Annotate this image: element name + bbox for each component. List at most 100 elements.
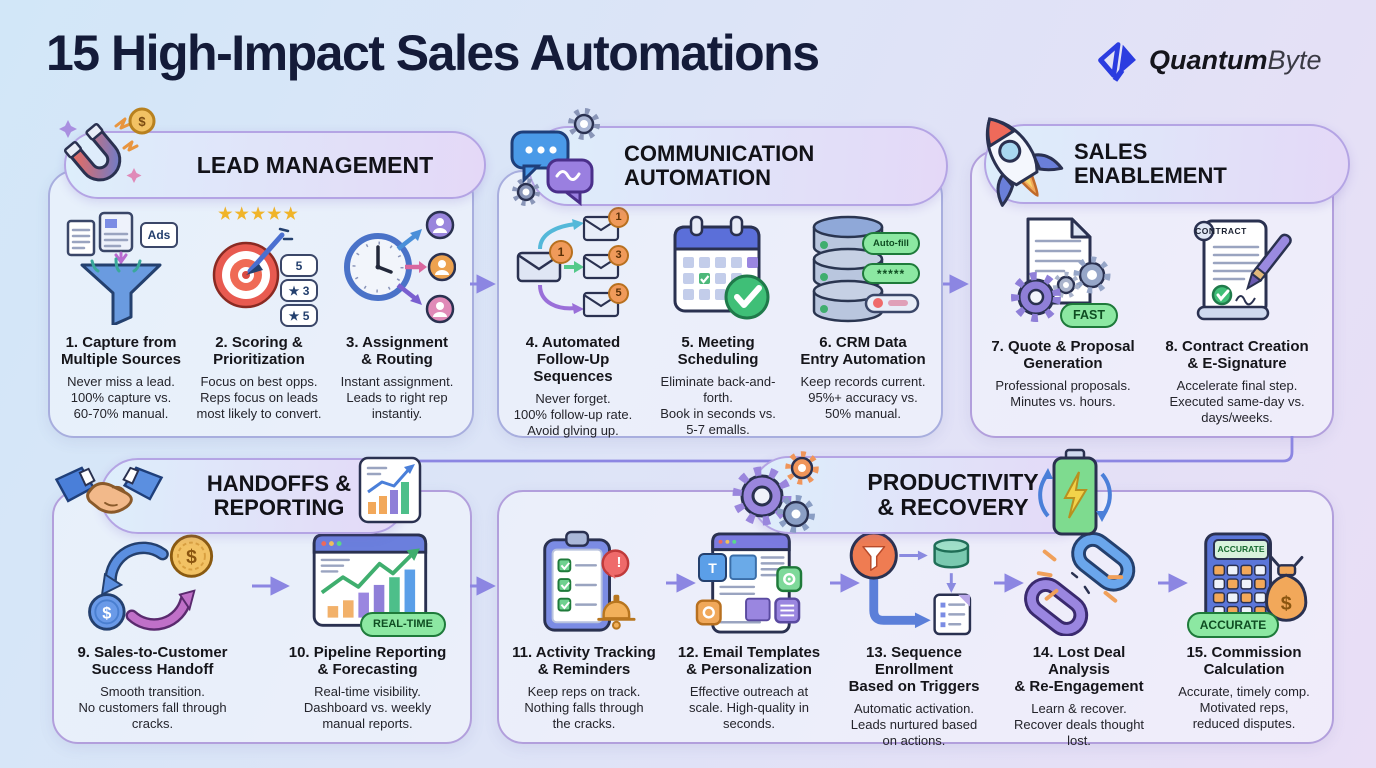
brand-logo: QuantumByte xyxy=(1096,38,1322,82)
fast-badge: FAST xyxy=(1060,303,1118,328)
item-assignment: 3. Assignment & Routing Instant assignme… xyxy=(332,206,462,422)
item-desc: Learn & recover. Recover deals thought l… xyxy=(1013,700,1145,749)
realtime-badge: REAL-TIME xyxy=(360,612,446,637)
contract-label: CONTRACT xyxy=(1195,225,1247,236)
autofill-badge: Auto-fill xyxy=(862,232,920,255)
item-desc: Eliminate back-and-forth. Book in second… xyxy=(660,373,776,438)
trigger-enrollment-icon xyxy=(838,528,990,638)
meeting-calendar-icon xyxy=(649,206,787,328)
sequence-badge-1: 1 xyxy=(608,207,629,228)
password-badge: ***** xyxy=(862,263,920,284)
item-title: 3. Assignment & Routing xyxy=(346,334,448,368)
item-title: 14. Lost Deal Analysis & Re-Engagement xyxy=(1014,644,1144,695)
activity-clipboard-icon: ! xyxy=(508,528,660,638)
communication-automation-items: 1 1 3 5 4. Automated Follow-Up Sequences… xyxy=(504,206,932,439)
score-badge-3: ★ 5 xyxy=(280,304,318,327)
section-title-lead-management: LEAD MANAGEMENT xyxy=(64,131,486,199)
item-desc: Keep reps on track. Nothing falls throug… xyxy=(524,683,644,732)
sequence-badge-3: 5 xyxy=(608,283,629,304)
item-desc: Real-time visibility. Dashboard vs. week… xyxy=(303,683,432,732)
followup-sequence-icon: 1 1 3 5 xyxy=(504,206,642,328)
quantumbyte-logo-icon xyxy=(1098,42,1136,82)
ads-badge: Ads xyxy=(140,222,178,248)
report-chart-icon xyxy=(358,456,422,524)
stars-rating: ★★★★★ xyxy=(218,206,300,223)
accurate-badge: ACCURATE xyxy=(1187,612,1279,638)
item-lost-deal-analysis: 14. Lost Deal Analysis & Re-Engagement L… xyxy=(1003,528,1155,749)
score-badge-1: 5 xyxy=(280,254,318,277)
item-desc: Accurate, timely comp. Motivated reps, r… xyxy=(1178,683,1310,732)
handshake-icon xyxy=(54,466,164,514)
item-title: 4. Automated Follow-Up Sequences xyxy=(525,334,621,385)
item-title: 8. Contract Creation & E-Signature xyxy=(1165,338,1309,372)
item-title: 1. Capture from Multiple Sources xyxy=(60,334,182,368)
magnet-icon: $ xyxy=(59,107,156,183)
item-title: 12. Email Templates & Personalization xyxy=(677,644,821,678)
alert-mark: ! xyxy=(616,553,622,571)
accurate-display-badge: ACCURATE xyxy=(1213,539,1269,560)
funnel-capture-icon: Ads xyxy=(56,206,186,328)
handoffs-reporting-items: $ $ 9. Sales-to-Customer Success Handoff… xyxy=(60,528,460,732)
item-desc: Professional proposals. Minutes vs. hour… xyxy=(995,377,1131,409)
contract-esign-icon: CONTRACT xyxy=(1156,210,1318,332)
item-title: 13. Sequence Enrollment Based on Trigger… xyxy=(848,644,980,695)
rocket-icon xyxy=(985,117,1064,207)
item-scoring: ★★★★★ 5 ★ 3 ★ 5 2. Scoring & Prioritizat… xyxy=(194,206,324,422)
item-sequence-enrollment: 13. Sequence Enrollment Based on Trigger… xyxy=(838,528,990,749)
item-title: 15. Commission Calculation xyxy=(1186,644,1302,678)
item-title: 10. Pipeline Reporting & Forecasting xyxy=(288,644,447,678)
item-title: 5. Meeting Scheduling xyxy=(677,334,759,368)
item-title: 7. Quote & Proposal Generation xyxy=(991,338,1135,372)
gears-icon xyxy=(732,451,819,533)
item-desc: Focus on best opps. Reps focus on leads … xyxy=(196,373,322,422)
sequence-badge-2: 3 xyxy=(608,245,629,266)
item-desc: Keep records current. 95%+ accuracy vs. … xyxy=(800,373,926,422)
item-activity-tracking: ! 11. Activity Tracking & Reminders Keep… xyxy=(508,528,660,749)
item-title: 2. Scoring & Prioritization xyxy=(213,334,305,368)
item-capture-sources: Ads 1. Capture from Multiple Sources Nev… xyxy=(56,206,186,422)
item-commission-calculation: $ ACCURATE ACCURATE 15. Commission Calcu… xyxy=(1168,528,1320,749)
item-email-templates: T 12. Email Templates & Personalization … xyxy=(673,528,825,749)
item-title: 9. Sales-to-Customer Success Handoff xyxy=(77,644,228,678)
item-meeting-scheduling: 5. Meeting Scheduling Eliminate back-and… xyxy=(649,206,787,439)
score-badge-2: ★ 3 xyxy=(280,279,318,302)
svg-text:$: $ xyxy=(102,605,111,623)
item-desc: Automatic activation. Leads nurtured bas… xyxy=(850,700,978,749)
page-title: 15 High-Impact Sales Automations xyxy=(46,25,820,81)
battery-recharge-icon xyxy=(1038,448,1112,536)
sequence-badge-main: 1 xyxy=(549,240,573,264)
item-desc: Smooth transition. No customers fall thr… xyxy=(78,683,227,732)
handoff-exchange-icon: $ $ xyxy=(60,528,245,638)
item-title: 6. CRM Data Entry Automation xyxy=(800,334,926,368)
text-template-badge: T xyxy=(698,553,727,582)
section-title-communication-automation: COMMUNICATION AUTOMATION xyxy=(528,126,948,206)
item-desc: Effective outreach at scale. High-qualit… xyxy=(689,683,809,732)
chat-gears-icon xyxy=(510,108,600,206)
productivity-recovery-items: ! 11. Activity Tracking & Reminders Keep… xyxy=(508,528,1320,749)
item-quote-generation: FAST 7. Quote & Proposal Generation Prof… xyxy=(982,210,1144,426)
item-followup-sequences: 1 1 3 5 4. Automated Follow-Up Sequences… xyxy=(504,206,642,439)
brand-name: QuantumByte xyxy=(1149,45,1322,76)
svg-text:$: $ xyxy=(1281,593,1292,615)
commission-calculator-icon: $ ACCURATE ACCURATE xyxy=(1168,528,1320,638)
item-success-handoff: $ $ 9. Sales-to-Customer Success Handoff… xyxy=(60,528,245,732)
assignment-clock-icon xyxy=(332,206,462,328)
item-desc: Never miss a lead. 100% capture vs. 60-7… xyxy=(67,373,175,422)
item-pipeline-reporting: REAL-TIME 10. Pipeline Reporting & Forec… xyxy=(275,528,460,732)
item-desc: Accelerate final step. Executed same-day… xyxy=(1169,377,1305,426)
lost-deal-chain-icon xyxy=(1003,528,1155,638)
quote-generation-icon: FAST xyxy=(982,210,1144,332)
item-title: 11. Activity Tracking & Reminders xyxy=(512,644,656,678)
svg-text:$: $ xyxy=(138,114,146,129)
item-desc: Instant assignment. Leads to right rep i… xyxy=(340,373,454,422)
pipeline-dashboard-icon: REAL-TIME xyxy=(275,528,460,638)
email-template-icon: T xyxy=(673,528,825,638)
item-crm-data-entry: Auto-fill ***** 6. CRM Data Entry Automa… xyxy=(794,206,932,439)
brand-name-light: Byte xyxy=(1267,44,1322,75)
svg-text:$: $ xyxy=(186,547,197,568)
scoring-target-icon: ★★★★★ 5 ★ 3 ★ 5 xyxy=(194,206,324,328)
sales-enablement-items: FAST 7. Quote & Proposal Generation Prof… xyxy=(982,210,1318,426)
brand-name-bold: Quantum xyxy=(1149,44,1268,75)
crm-database-icon: Auto-fill ***** xyxy=(794,206,932,328)
